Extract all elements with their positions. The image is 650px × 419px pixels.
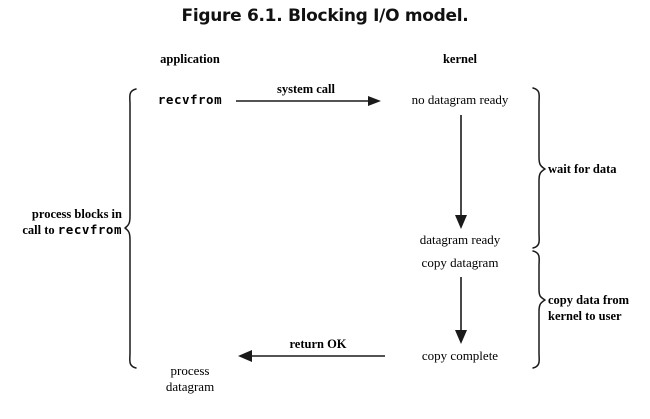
node-recvfrom-call: recvfrom — [157, 92, 223, 107]
node-copy-complete: copy complete — [421, 348, 499, 363]
return-ok-arrow — [238, 350, 385, 362]
column-header-kernel: kernel — [442, 52, 478, 66]
right-brace-wait-for-data — [532, 87, 546, 249]
node-copy-datagram: copy datagram — [421, 255, 499, 270]
brace-label-recvfrom-mono: recvfrom — [57, 222, 122, 237]
brace-label-call-to-text: call to — [22, 223, 58, 237]
node-process-datagram-line1: process — [170, 363, 210, 378]
left-brace-application — [124, 88, 137, 369]
brace-label-wait-for-data: wait for data — [548, 162, 617, 176]
kernel-copy-arrow — [455, 277, 467, 344]
page-title: Figure 6.1. Blocking I/O model. — [181, 6, 469, 26]
arrow-label-return-ok: return OK — [289, 337, 347, 351]
node-no-datagram-ready: no datagram ready — [411, 92, 509, 107]
column-header-application: application — [160, 52, 220, 66]
brace-label-copy-data-line1: copy data from — [548, 293, 630, 307]
right-brace-copy-data — [532, 250, 546, 369]
brace-label-process-blocks-line1: process blocks in — [31, 207, 122, 221]
arrow-label-system-call: system call — [277, 82, 335, 96]
kernel-wait-arrow — [455, 115, 467, 229]
brace-label-copy-data-line2: kernel to user — [548, 309, 622, 323]
system-call-arrow — [236, 96, 381, 106]
brace-label-process-blocks-line2: call to recvfrom — [2, 222, 122, 238]
node-datagram-ready: datagram ready — [419, 232, 501, 247]
node-process-datagram-line2: datagram — [165, 379, 215, 394]
